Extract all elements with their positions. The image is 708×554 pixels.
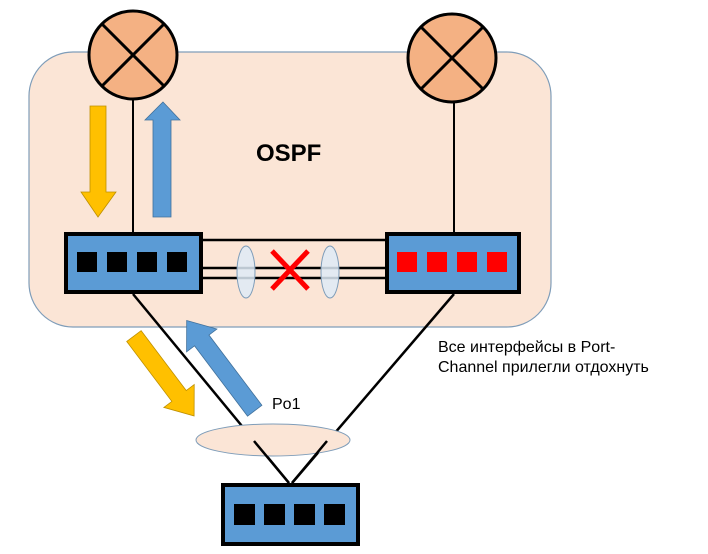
switch-port bbox=[77, 252, 97, 272]
failure-note: Все интерфейсы в Port- Channel прилегли … bbox=[438, 338, 708, 378]
switch-port bbox=[294, 504, 315, 525]
switch-bottom[interactable] bbox=[221, 483, 360, 546]
failure-note-line-2: Channel прилегли отдохнуть bbox=[438, 359, 649, 376]
inter-switch-port-channel bbox=[203, 238, 385, 299]
arrow-up-left-icon bbox=[186, 319, 263, 417]
arrow-down-right-icon bbox=[126, 330, 195, 417]
link-failure-x-icon bbox=[270, 249, 310, 291]
switch-port bbox=[324, 504, 345, 525]
switch-port bbox=[264, 504, 285, 525]
switch-port bbox=[427, 252, 447, 272]
switch-left[interactable] bbox=[64, 232, 203, 294]
port-channel-label: Po1 bbox=[272, 396, 301, 413]
po1-bundle-ellipse bbox=[195, 423, 351, 457]
bundle-ellipse-left bbox=[236, 245, 256, 299]
router-right[interactable] bbox=[406, 12, 498, 104]
switch-port bbox=[234, 504, 255, 525]
failure-note-line-1: Все интерфейсы в Port- bbox=[438, 339, 616, 356]
switch-port bbox=[107, 252, 127, 272]
switch-port bbox=[167, 252, 187, 272]
switch-port bbox=[457, 252, 477, 272]
link-switch-left-switch-bottom-over bbox=[253, 440, 290, 484]
arrow-down-icon bbox=[80, 105, 117, 218]
switch-port bbox=[487, 252, 507, 272]
router-left[interactable] bbox=[87, 9, 179, 101]
bundle-ellipse-right bbox=[320, 245, 340, 299]
link-switch-right-switch-bottom-over bbox=[291, 440, 328, 484]
switch-port bbox=[137, 252, 157, 272]
switch-right[interactable] bbox=[385, 232, 521, 294]
ospf-region-label: OSPF bbox=[256, 140, 322, 167]
arrow-up-icon bbox=[144, 101, 181, 218]
switch-port bbox=[397, 252, 417, 272]
